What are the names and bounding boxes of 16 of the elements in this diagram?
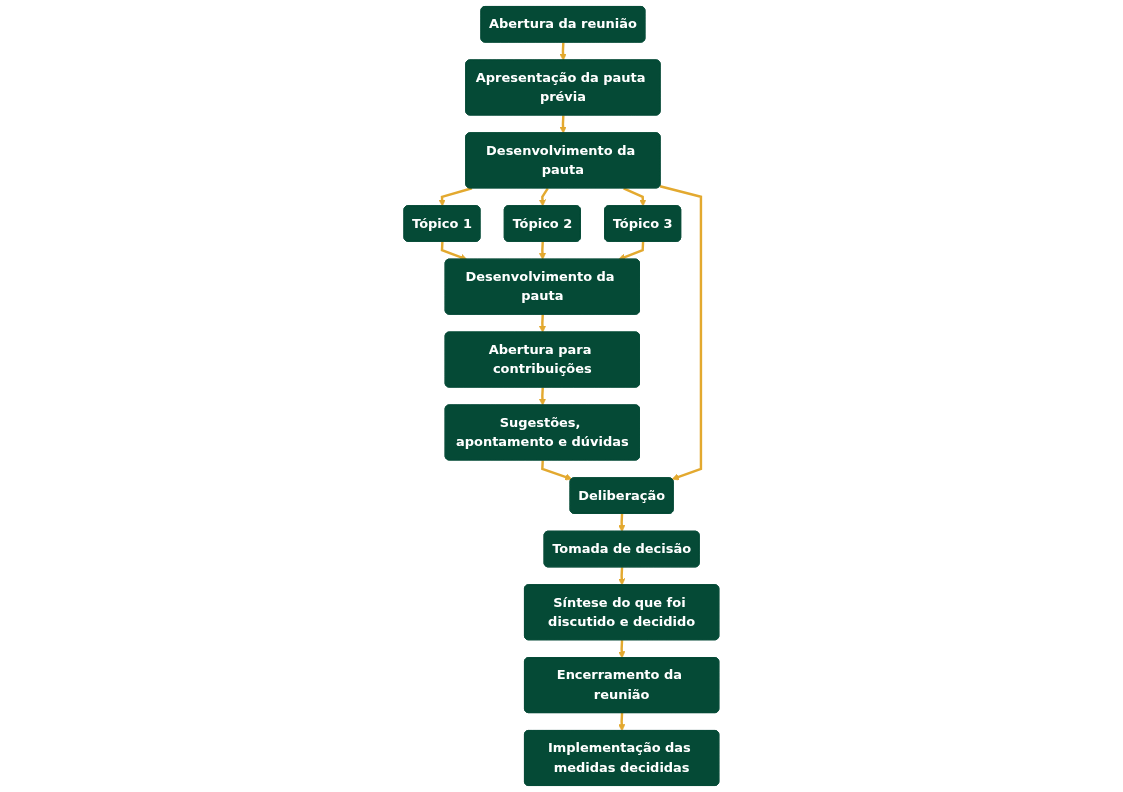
arrow [623,187,647,207]
arrow [618,713,626,732]
arrow [618,241,645,261]
arrow [559,115,567,134]
arrow [659,185,703,481]
arrow [618,567,626,586]
arrow [541,460,573,481]
arrow [539,241,547,260]
arrow [438,187,473,207]
arrow [618,640,626,659]
arrow [618,513,626,532]
arrow [539,387,547,406]
arrow [559,42,567,61]
arrow [539,187,549,207]
arrow [539,314,547,333]
arrow [440,241,468,261]
